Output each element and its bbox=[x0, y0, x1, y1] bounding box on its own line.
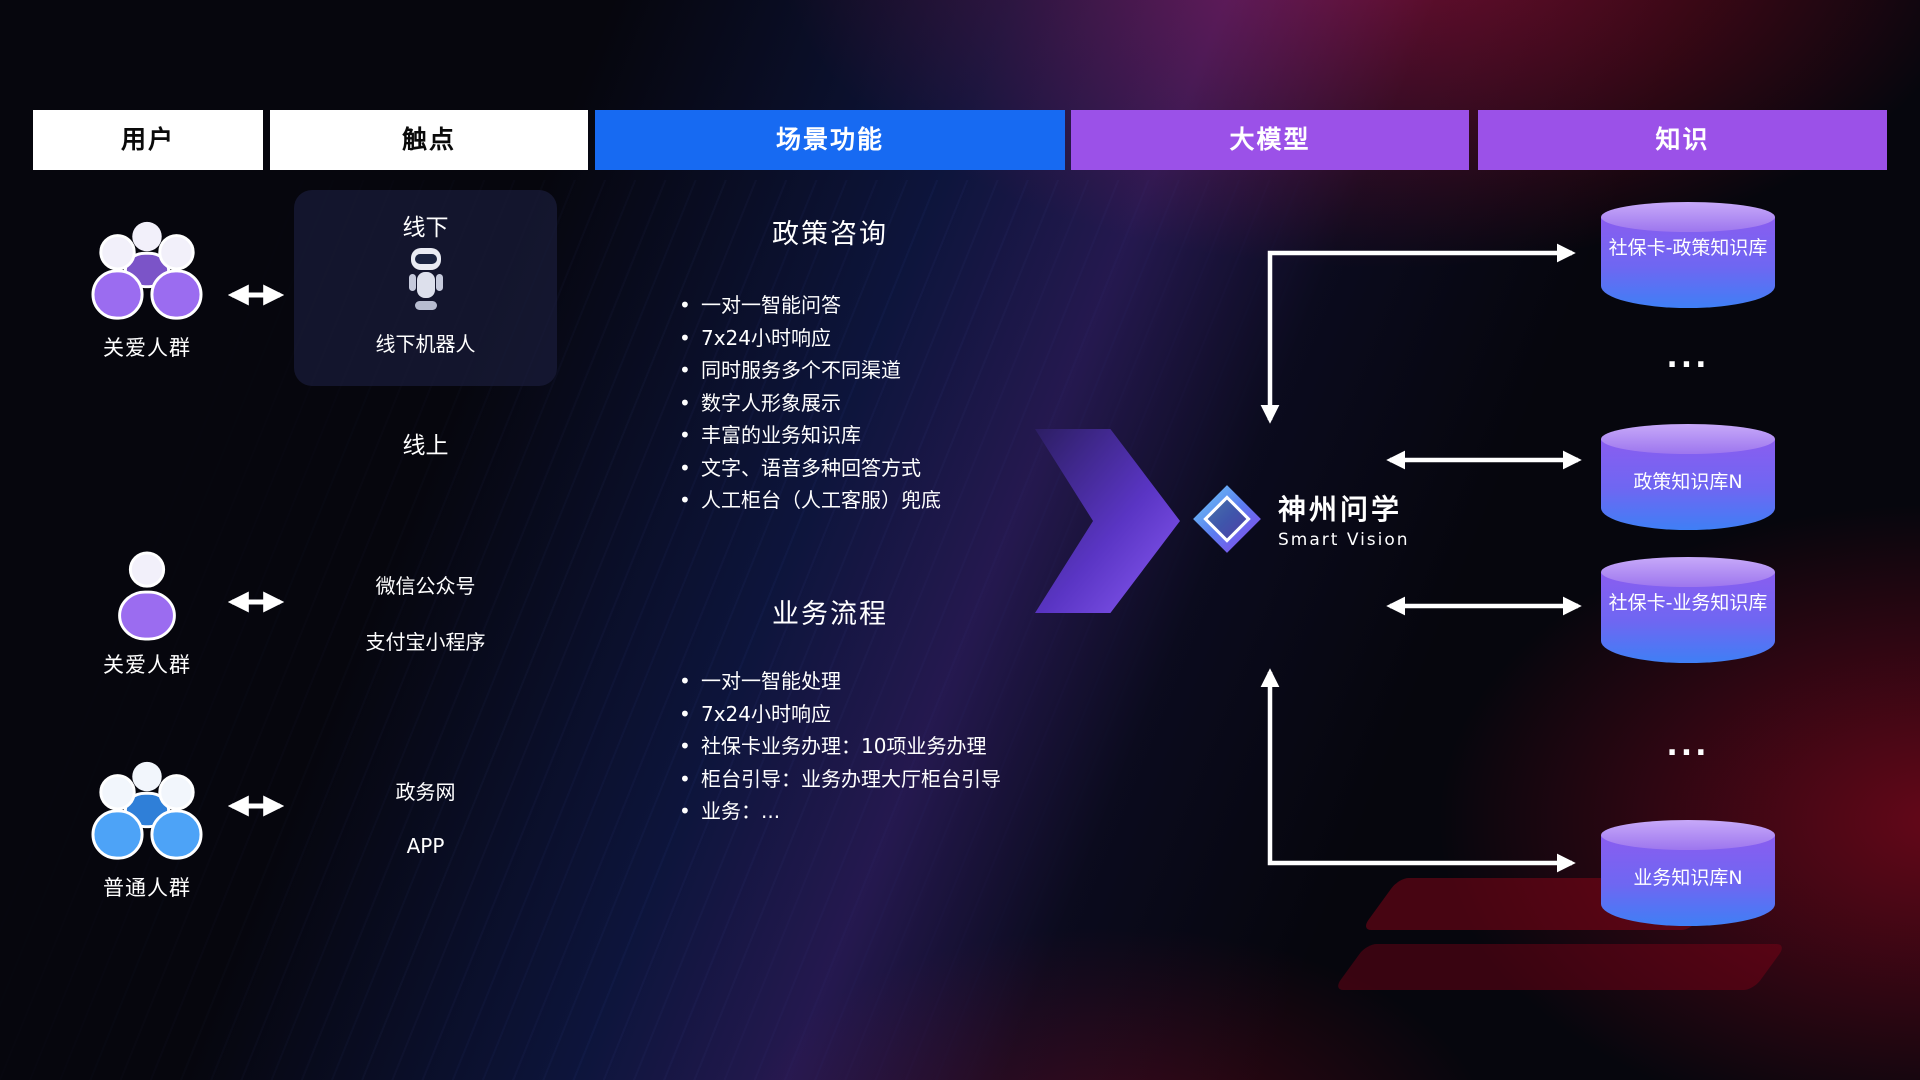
channel-wechat: 微信公众号 bbox=[375, 574, 476, 598]
column-header-knowledge: 知识 bbox=[1478, 110, 1887, 170]
users-group-icon bbox=[91, 221, 203, 320]
list-item: 一对一智能问答 bbox=[677, 289, 941, 322]
database-business-social-card: 社保卡-业务知识库 bbox=[1601, 557, 1775, 663]
brand-block: 神州问学 Smart Vision bbox=[1190, 482, 1410, 556]
list-item: 业务：... bbox=[677, 795, 1001, 828]
user-group-general: 普通人群 bbox=[57, 752, 237, 902]
brand-name: 神州问学 bbox=[1278, 493, 1403, 526]
database-policy-social-card: 社保卡-政策知识库 bbox=[1601, 202, 1775, 308]
database-icon bbox=[1601, 217, 1775, 308]
column-header-model: 大模型 bbox=[1071, 110, 1469, 170]
database-business-n: 业务知识库N bbox=[1601, 820, 1775, 926]
database-icon bbox=[1601, 557, 1775, 587]
policy-feature-list: 一对一智能问答 7x24小时响应 同时服务多个不同渠道 数字人形象展示 丰富的业… bbox=[677, 289, 941, 517]
database-policy-n: 政策知识库N bbox=[1601, 424, 1775, 530]
user-icon bbox=[118, 551, 176, 641]
database-icon bbox=[1601, 835, 1775, 926]
database-icon bbox=[1601, 424, 1775, 454]
database-icon bbox=[1601, 820, 1775, 850]
users-group-icon bbox=[91, 761, 203, 860]
ellipsis: ... bbox=[1666, 728, 1710, 763]
business-feature-list: 一对一智能处理 7x24小时响应 社保卡业务办理：10项业务办理 柜台引导：业务… bbox=[677, 665, 1001, 828]
list-item: 一对一智能处理 bbox=[677, 665, 1001, 698]
function-title-business: 业务流程 bbox=[772, 599, 888, 630]
database-icon bbox=[1601, 439, 1775, 530]
function-title-policy: 政策咨询 bbox=[772, 219, 888, 250]
offline-robot-label: 线下机器人 bbox=[375, 332, 476, 356]
background-diagonal-lines bbox=[0, 180, 1300, 1080]
database-label: 社保卡-政策知识库 bbox=[1608, 237, 1768, 259]
brand-subtitle: Smart Vision bbox=[1278, 530, 1410, 550]
user-group-care: 关爱人群 bbox=[57, 212, 237, 362]
list-item: 文字、语音多种回答方式 bbox=[677, 452, 941, 485]
offline-touchpoint-card: 线下 线下机器人 bbox=[294, 190, 557, 386]
database-icon bbox=[1601, 572, 1775, 663]
user-group-label: 关爱人群 bbox=[103, 336, 191, 360]
list-item: 人工柜台（人工客服）兜底 bbox=[677, 484, 941, 517]
column-header-users: 用户 bbox=[33, 110, 263, 170]
database-label: 业务知识库N bbox=[1633, 867, 1743, 889]
user-single-care: 关爱人群 bbox=[57, 549, 237, 679]
robot-icon bbox=[408, 248, 443, 310]
online-title: 线上 bbox=[402, 433, 449, 459]
list-item: 丰富的业务知识库 bbox=[677, 419, 941, 452]
column-header-functions: 场景功能 bbox=[595, 110, 1065, 170]
channel-alipay: 支付宝小程序 bbox=[365, 630, 486, 654]
channel-app: APP bbox=[406, 834, 445, 858]
database-label: 政策知识库N bbox=[1633, 471, 1743, 493]
background-red-chevron bbox=[1333, 944, 1787, 990]
channel-gov-web: 政务网 bbox=[395, 780, 456, 804]
database-label: 社保卡-业务知识库 bbox=[1608, 592, 1768, 614]
brand-logo-icon bbox=[1193, 485, 1261, 553]
list-item: 7x24小时响应 bbox=[677, 698, 1001, 731]
list-item: 社保卡业务办理：10项业务办理 bbox=[677, 730, 1001, 763]
list-item: 同时服务多个不同渠道 bbox=[677, 354, 941, 387]
database-icon bbox=[1601, 202, 1775, 232]
user-single-label: 关爱人群 bbox=[103, 653, 191, 677]
list-item: 柜台引导：业务办理大厅柜台引导 bbox=[677, 763, 1001, 796]
user-group-label: 普通人群 bbox=[103, 876, 191, 900]
offline-title: 线下 bbox=[402, 215, 449, 241]
list-item: 数字人形象展示 bbox=[677, 387, 941, 420]
column-header-touchpoints: 触点 bbox=[270, 110, 588, 170]
list-item: 7x24小时响应 bbox=[677, 322, 941, 355]
ellipsis: ... bbox=[1666, 340, 1710, 375]
